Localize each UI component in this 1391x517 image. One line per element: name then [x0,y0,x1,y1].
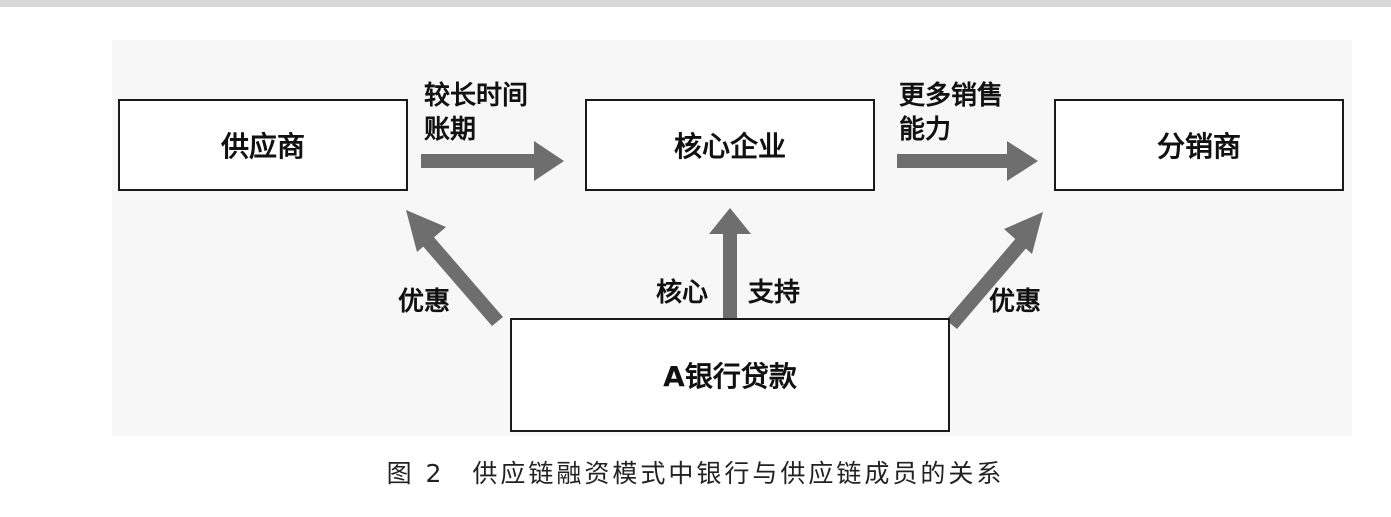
bank-loan-box: A银行贷款 [510,318,950,432]
figure-caption: 图 2 供应链融资模式中银行与供应链成员的关系 [0,454,1391,490]
arrow-bank-to-core [709,208,751,318]
edge-label-bank-core-right: 支持 [748,278,801,308]
supplier-box: 供应商 [118,99,408,191]
edge-label-supplier-core-line1: 较长时间 [424,81,529,111]
core-enterprise-box: 核心企业 [585,99,875,191]
edge-label-bank-distributor: 优惠 [989,287,1042,317]
core-enterprise-label: 核心企业 [673,130,786,163]
arrow-core-to-distributor [897,141,1038,181]
arrow-supplier-to-core [421,141,564,181]
figure-caption-text: 供应链融资模式中银行与供应链成员的关系 [472,459,1005,488]
edge-label-core-distributor-line1: 更多销售 [899,81,1004,111]
figure-number: 图 2 [386,459,445,488]
supplier-label: 供应商 [220,130,305,163]
arrow-bank-to-distributor [946,212,1043,329]
edge-label-bank-supplier: 优惠 [398,287,451,317]
distributor-label: 分销商 [1156,130,1241,163]
bank-loan-label: A银行贷款 [663,360,797,393]
arrow-bank-to-supplier [406,210,503,326]
top-band [0,0,1391,7]
edge-label-core-distributor-line2: 能力 [899,115,952,145]
edge-label-supplier-core-line2: 账期 [424,115,477,145]
edge-label-bank-core-left: 核心 [656,278,709,308]
distributor-box: 分销商 [1054,99,1344,191]
